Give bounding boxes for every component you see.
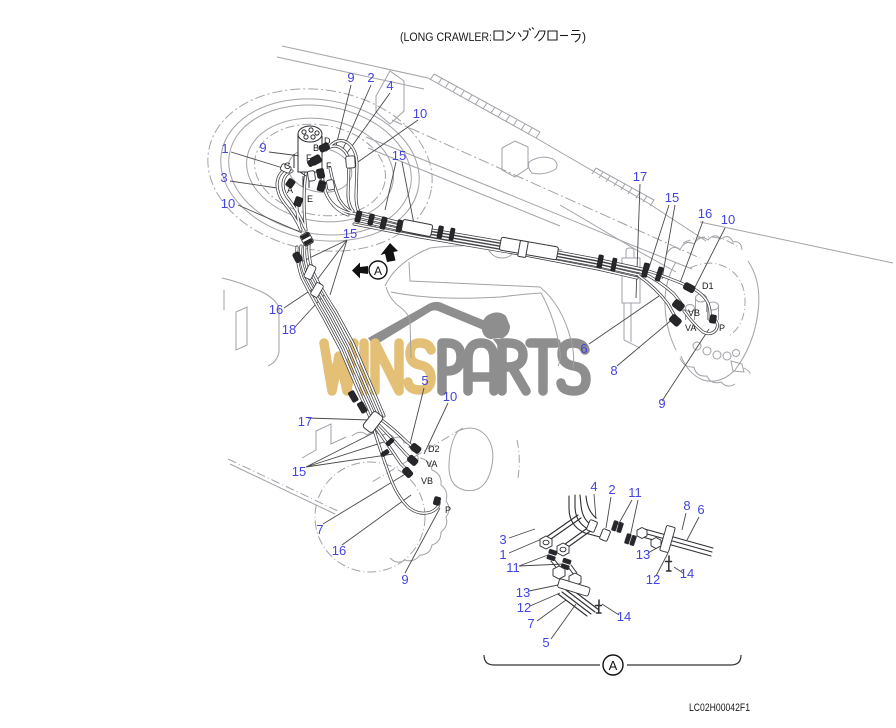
svg-text:1: 1 [221,141,228,156]
svg-text:17: 17 [633,169,647,184]
svg-text:17: 17 [298,414,312,429]
svg-text:18: 18 [282,322,296,337]
svg-text:14: 14 [617,609,631,624]
svg-text:): ) [582,30,586,44]
svg-text:E: E [307,194,313,204]
svg-text:9: 9 [259,140,266,155]
svg-text:2: 2 [608,482,615,497]
svg-text:16: 16 [698,206,712,221]
svg-text:(LONG CRAWLER:: (LONG CRAWLER: [400,30,492,44]
svg-text:D1: D1 [702,281,714,291]
svg-text:9: 9 [401,572,408,587]
svg-text:B: B [313,143,319,153]
svg-text:12: 12 [517,600,531,615]
svg-text:A: A [374,264,382,278]
svg-text:10: 10 [721,212,735,227]
svg-text:10: 10 [413,106,427,121]
svg-text:1: 1 [499,547,506,562]
svg-text:4: 4 [590,479,597,494]
svg-text:5: 5 [542,635,549,650]
svg-text:14: 14 [680,566,694,581]
svg-text:15: 15 [665,190,679,205]
svg-text:9: 9 [658,396,665,411]
svg-text:16: 16 [269,302,283,317]
svg-text:C: C [284,161,291,171]
svg-text:D: D [324,136,331,146]
svg-text:VA: VA [685,323,696,333]
svg-text:8: 8 [683,498,690,513]
svg-text:E: E [319,176,325,186]
svg-text:P: P [445,505,451,515]
svg-text:6: 6 [580,341,587,356]
svg-text:A: A [287,185,293,195]
svg-text:3: 3 [220,170,227,185]
svg-text:11: 11 [506,560,520,575]
svg-text:16: 16 [332,543,346,558]
svg-text:13: 13 [636,547,650,562]
svg-text:10: 10 [221,196,235,211]
svg-text:11: 11 [628,485,642,500]
svg-text:F: F [306,153,312,163]
svg-text:A: A [609,658,618,673]
svg-text:LC02H00042F1: LC02H00042F1 [689,702,750,714]
svg-text:15: 15 [292,464,306,479]
svg-text:9: 9 [347,70,354,85]
svg-text:4: 4 [386,78,393,93]
svg-text:P: P [719,323,725,333]
svg-text:8: 8 [610,363,617,378]
svg-text:7: 7 [527,616,534,631]
svg-text:VA: VA [426,459,437,469]
svg-text:2: 2 [367,70,374,85]
svg-text:6: 6 [697,502,704,517]
svg-text:D2: D2 [428,444,440,454]
svg-text:5: 5 [421,373,428,388]
svg-text:F: F [326,161,332,171]
svg-text:15: 15 [392,148,406,163]
svg-text:10: 10 [443,389,457,404]
svg-text:3: 3 [499,532,506,547]
svg-text:VB: VB [421,476,433,486]
svg-text:VB: VB [688,308,700,318]
svg-text:12: 12 [646,572,660,587]
svg-text:15: 15 [343,226,357,241]
svg-text:7: 7 [316,522,323,537]
svg-text:13: 13 [516,585,530,600]
